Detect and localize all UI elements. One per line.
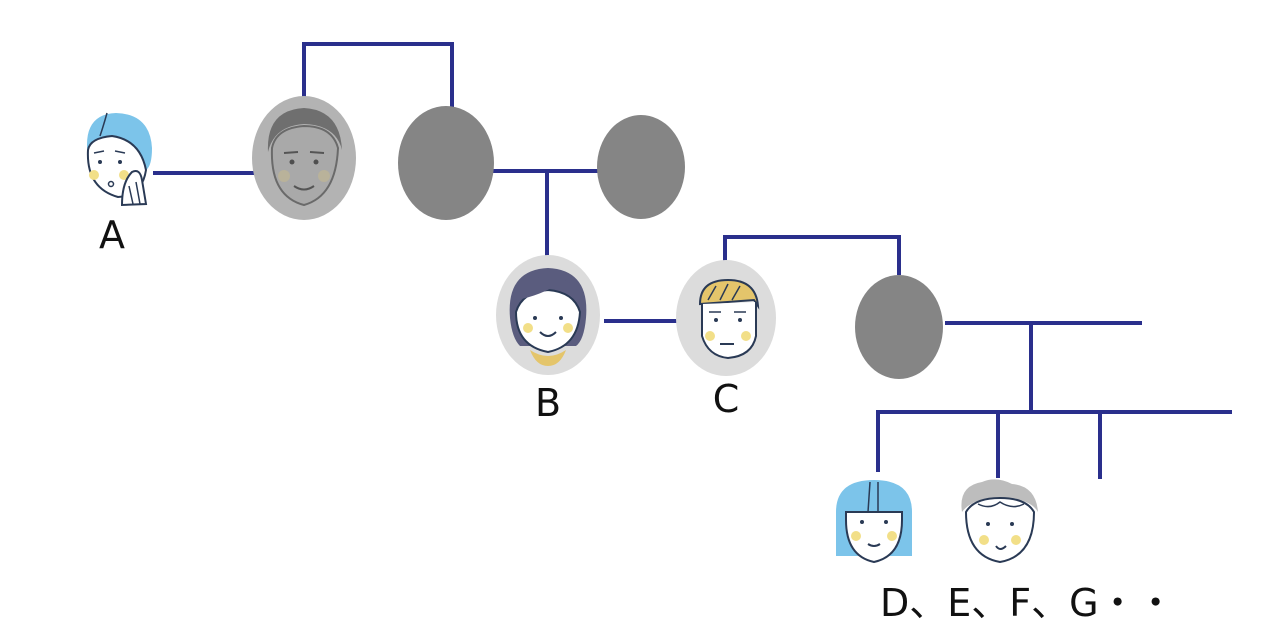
unknown-person-node (597, 115, 685, 219)
label-b: B (535, 381, 561, 425)
children-label: D、E、F、G・・ (880, 581, 1175, 625)
unknown-person-node (855, 275, 943, 379)
woman-icon (496, 255, 600, 375)
boy-icon (961, 479, 1038, 564)
connector-lines (153, 42, 1232, 479)
label-c: C (713, 377, 740, 421)
line-c-marriage (723, 235, 901, 283)
line-grandparents-marriage (302, 42, 454, 107)
elderly-man-icon (252, 96, 356, 220)
person-a-icon (86, 112, 152, 207)
man-icon (676, 260, 776, 376)
label-a: A (99, 213, 125, 257)
girl-icon (836, 480, 912, 564)
unknown-person-node (398, 106, 494, 220)
